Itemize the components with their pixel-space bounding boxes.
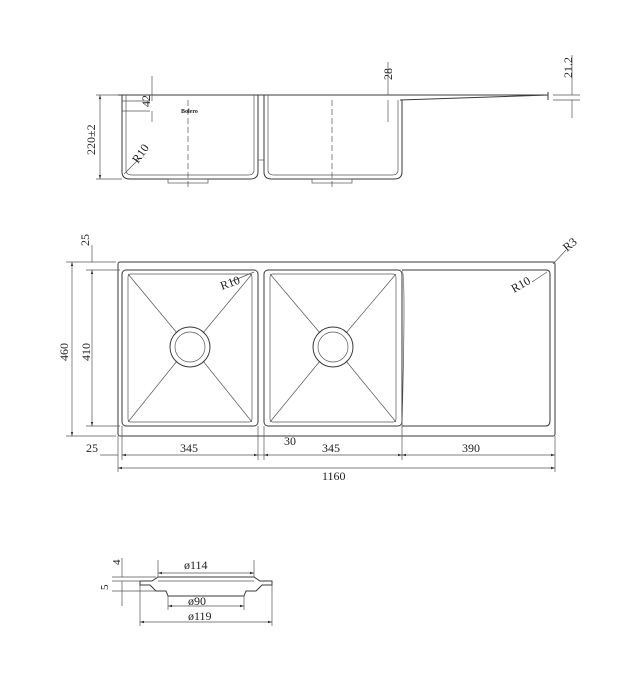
top-view: R3 R10 R10 25 460 410 25 345 30 345 (57, 234, 580, 483)
dim-waste-119: ø119 (188, 609, 212, 623)
dim-gap-30: 30 (284, 434, 296, 448)
dim-drainer-390: 390 (462, 441, 480, 455)
dim-lip-42: 42 (139, 95, 153, 107)
drainer-tray (402, 269, 551, 427)
drain-1 (169, 326, 211, 368)
side-view: Bolero 220±2 42 R10 28 21.2 (84, 55, 580, 190)
waste-detail: 4 5 ø114 ø90 ø119 (99, 558, 273, 626)
dim-bowl-410: 410 (79, 343, 93, 361)
side-bowl-2 (263, 95, 403, 180)
sink-outline (117, 261, 556, 437)
dim-bowl2-345: 345 (322, 441, 340, 455)
dim-waste-114: ø114 (184, 558, 208, 572)
dim-drainer-28: 28 (381, 68, 395, 80)
dim-overall-460: 460 (57, 343, 71, 361)
dim-waste-90: ø90 (188, 594, 206, 608)
dim-drainer-21-2: 21.2 (561, 57, 575, 78)
top-bowl-1 (121, 269, 259, 427)
dim-waste-4: 4 (111, 559, 123, 565)
dim-depth-220: 220±2 (84, 124, 98, 155)
dim-overall-1160: 1160 (322, 469, 346, 483)
top-bowl-2 (263, 269, 403, 427)
dim-radius-side: R10 (129, 141, 152, 165)
dim-waste-5: 5 (99, 584, 111, 590)
dim-left-25: 25 (86, 441, 98, 455)
drain-2 (312, 326, 354, 368)
dim-bowl1-r10: R10 (218, 273, 242, 293)
dim-top-25: 25 (78, 234, 92, 246)
brand-logo: Bolero (181, 109, 198, 115)
dim-bowl1-345: 345 (180, 441, 198, 455)
waste-flange (139, 576, 273, 597)
dim-corner-r3: R3 (560, 235, 580, 255)
dim-drainer-r10: R10 (509, 273, 533, 295)
